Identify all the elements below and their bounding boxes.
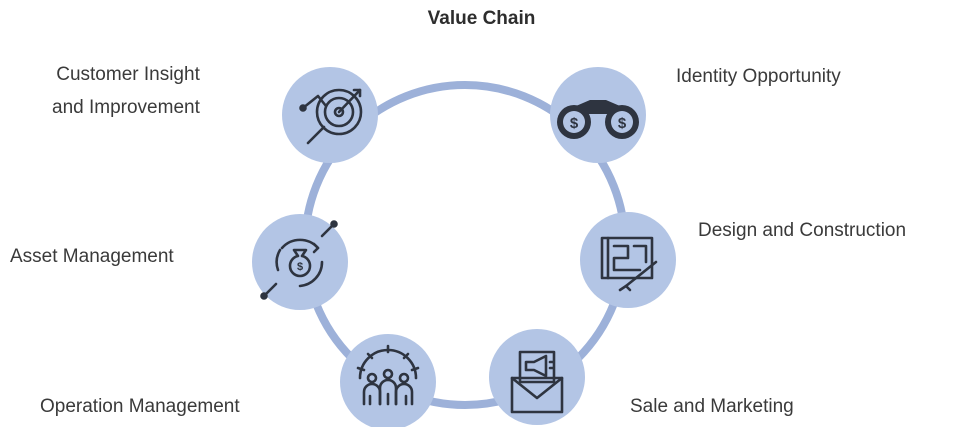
node-identity-opportunity: $ $: [550, 67, 646, 163]
node-operation-management: [340, 334, 436, 427]
money-bag-cycle-icon: [260, 220, 338, 300]
label-asset-management: Asset Management: [10, 246, 174, 267]
label-customer-insight: Customer Insight and Improvement: [52, 64, 200, 118]
node-customer-insight: [282, 67, 378, 163]
label-design-construction: Design and Construction: [698, 220, 907, 241]
target-magnifier-icon: [299, 88, 363, 145]
label-operation-management: Operation Management: [40, 396, 240, 417]
diagram-title: Value Chain: [427, 8, 536, 29]
node-design-construction: [580, 212, 676, 308]
svg-text:$: $: [618, 115, 627, 132]
blueprint-pencil-icon: [600, 236, 658, 292]
label-identity-opportunity: Identity Opportunity: [676, 66, 841, 87]
node-asset-management: $: [252, 214, 348, 310]
svg-text:$: $: [570, 115, 579, 132]
label-sale-marketing: Sale and Marketing: [630, 396, 794, 417]
binoculars-dollar-icon: $ $: [557, 100, 639, 139]
gear-team-icon: [356, 344, 420, 406]
dollar-sign: $: [297, 261, 303, 273]
megaphone-envelope-icon: [510, 350, 564, 414]
node-sale-marketing: [489, 329, 585, 425]
